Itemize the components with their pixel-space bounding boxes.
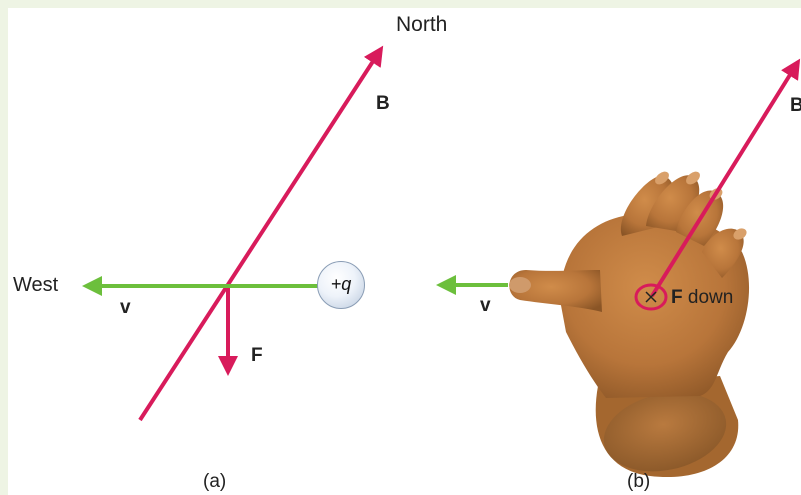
b-field-vector-a — [138, 45, 384, 422]
north-label: North — [396, 13, 448, 36]
f-label-a: F — [251, 345, 263, 366]
positive-charge: +q — [317, 261, 365, 309]
force-into-page-icon — [634, 283, 668, 311]
west-label: West — [13, 274, 59, 296]
b-label-b: B — [790, 95, 801, 116]
v-label-a: v — [120, 297, 131, 318]
f-label-b: F — [671, 287, 683, 308]
charge-label: +q — [330, 274, 352, 294]
v-label-b: v — [480, 295, 491, 316]
b-label-a: B — [376, 93, 390, 114]
f-down-label: F down — [671, 288, 733, 307]
f-direction-label: down — [687, 287, 734, 308]
b-field-vector-b — [650, 58, 801, 298]
caption-b: (b) — [627, 471, 651, 492]
right-hand-illustration — [509, 171, 750, 478]
caption-a: (a) — [203, 471, 227, 492]
